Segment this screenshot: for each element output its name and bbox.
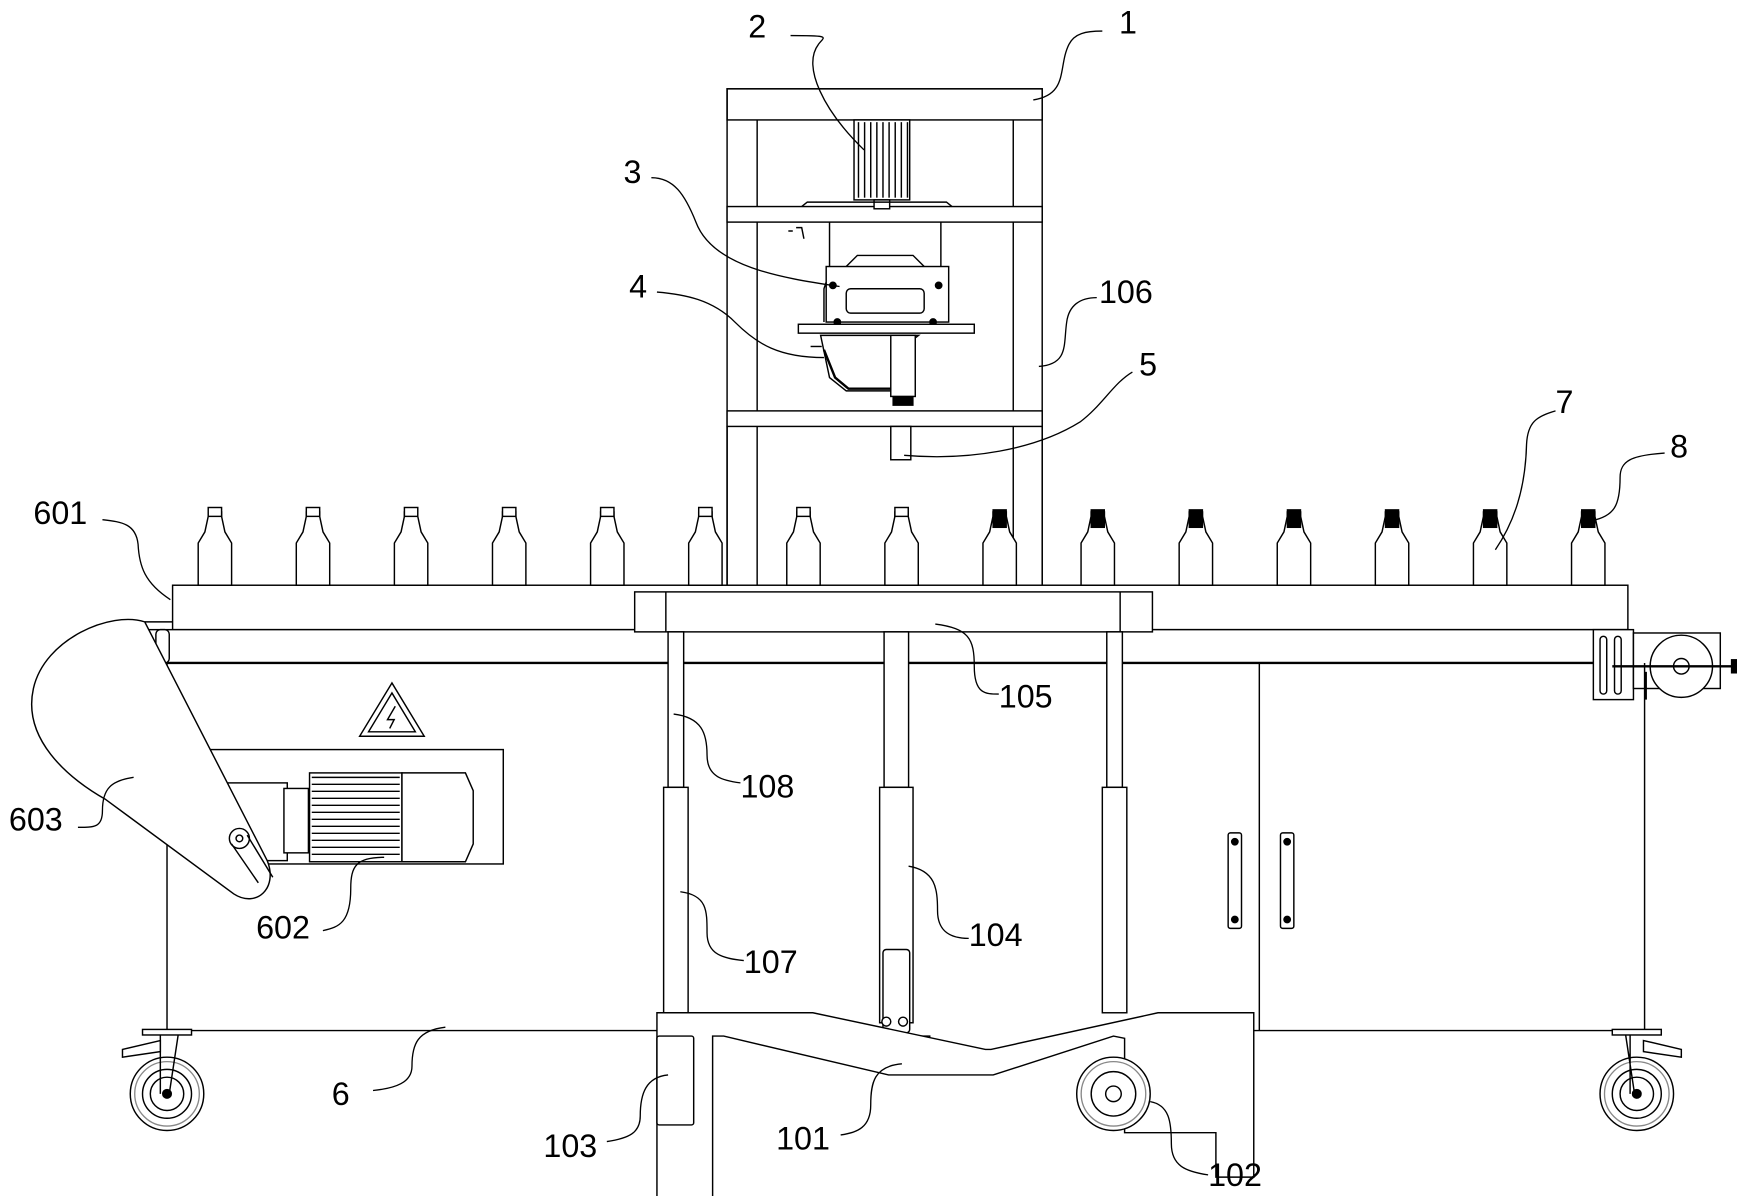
capped-bottle <box>1276 509 1312 586</box>
bottle-neck-ring <box>207 506 223 518</box>
reference-label: 603 <box>9 802 63 838</box>
reference-label: 5 <box>1139 346 1157 382</box>
reference-label: 1 <box>1119 4 1137 40</box>
caster-wheel <box>121 1028 205 1132</box>
tool-head <box>810 334 921 406</box>
reference-label: 107 <box>744 944 798 980</box>
leader-line <box>372 1026 446 1092</box>
leader-line <box>606 1074 669 1143</box>
reference-label: 105 <box>999 678 1053 714</box>
bottle <box>589 506 625 586</box>
reference-label: 108 <box>740 768 794 804</box>
leader-line <box>1591 452 1665 522</box>
caster-wheel <box>1599 1028 1683 1132</box>
reference-label: 602 <box>256 909 310 945</box>
bottle <box>884 506 919 586</box>
bottle-neck-ring <box>796 506 811 518</box>
leader-line <box>1038 296 1097 368</box>
nozzle <box>890 425 912 461</box>
bottle-neck-ring <box>501 506 517 518</box>
leader-line <box>1033 30 1103 101</box>
leader-line <box>656 291 824 359</box>
leader-line <box>673 713 741 784</box>
bottle <box>295 506 331 586</box>
mounting-bracket <box>788 201 976 334</box>
capped-bottle <box>1472 509 1508 586</box>
leader-line <box>680 891 744 962</box>
reference-label: 601 <box>33 495 87 531</box>
bottle <box>491 506 527 586</box>
support-foot <box>656 1035 695 1126</box>
reference-label: 4 <box>629 269 647 305</box>
drive-motor <box>199 748 505 865</box>
bottle-cap <box>992 509 1007 529</box>
high-voltage-warning-icon <box>358 681 426 737</box>
fixed-wheel <box>1075 1056 1151 1132</box>
bottom-bracket <box>656 1012 1255 1196</box>
bottle-cap <box>1188 509 1204 529</box>
capped-bottle <box>1374 509 1410 586</box>
leader-line <box>840 1063 902 1136</box>
bottle-row <box>197 506 1606 586</box>
bottle-neck-ring <box>403 506 419 518</box>
leader-line <box>908 865 969 940</box>
leader-line <box>77 776 134 828</box>
capped-bottle <box>982 509 1018 586</box>
wheels <box>121 1028 1683 1132</box>
cross-beam <box>633 591 1154 633</box>
bottle-cap <box>1384 509 1400 529</box>
reference-label: 104 <box>969 917 1023 953</box>
leader-line <box>904 371 1133 458</box>
reference-label: 6 <box>332 1076 350 1112</box>
belt-guard <box>31 618 274 900</box>
bottle <box>197 506 233 586</box>
capped-bottle <box>1080 509 1116 586</box>
leader-line <box>322 856 385 932</box>
reference-label: 8 <box>1670 429 1688 465</box>
reference-labels: 1 2 3 4 5 106 7 8 601 603 602 105 108 107 104 6 103 101 10… <box>9 4 1688 1193</box>
bottle-cap <box>1482 509 1498 529</box>
leader-line <box>651 177 840 288</box>
bottle-neck-ring <box>305 506 321 518</box>
belt-tensioner <box>1592 628 1737 701</box>
leader-line <box>102 519 171 601</box>
leader-line <box>1150 1100 1209 1176</box>
leader-line <box>790 34 865 151</box>
capped-bottle <box>1178 509 1214 586</box>
capped-bottle <box>1570 509 1606 586</box>
reference-label: 101 <box>776 1120 830 1156</box>
bottle-neck-ring <box>599 506 615 518</box>
bottle-neck-ring <box>697 506 713 518</box>
bottle-cap <box>1581 509 1596 529</box>
reference-label: 102 <box>1208 1157 1262 1193</box>
reference-label: 7 <box>1556 384 1574 420</box>
reference-label: 2 <box>748 9 766 45</box>
reference-label: 106 <box>1099 274 1153 310</box>
leader-line <box>935 623 999 695</box>
bottle <box>393 506 429 586</box>
lifting-legs <box>662 631 1128 1046</box>
motor <box>853 119 911 210</box>
bottle-neck-ring <box>894 506 909 518</box>
reference-label: 3 <box>624 154 642 190</box>
bottle <box>786 506 821 586</box>
leader-line <box>1494 410 1556 551</box>
reference-label: 103 <box>543 1128 597 1164</box>
bottle-cap <box>1286 509 1302 529</box>
brake-pedal <box>121 1039 162 1059</box>
bottle-cap <box>1090 509 1105 529</box>
bottle <box>687 506 723 586</box>
brake-pedal <box>1642 1039 1683 1059</box>
